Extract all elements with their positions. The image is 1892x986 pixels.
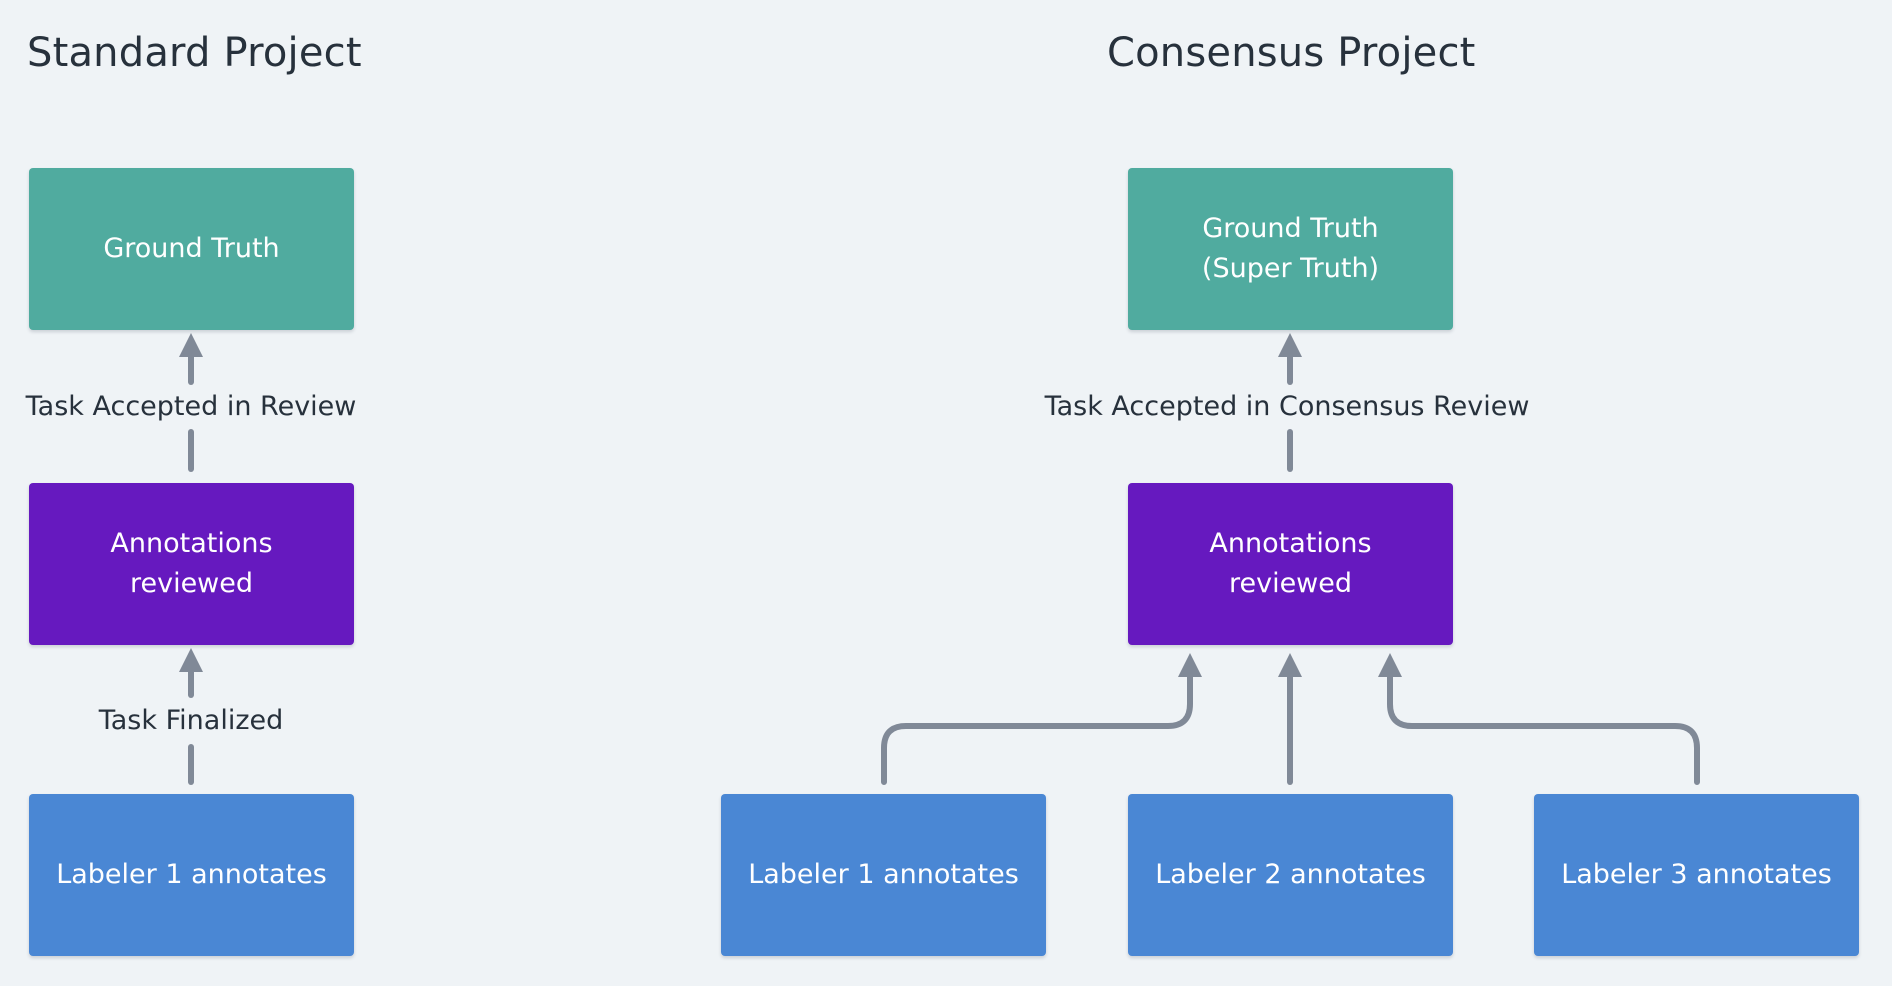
con-labeler-1-node: Labeler 1 annotates — [721, 794, 1046, 956]
con-labeler-3-node: Labeler 3 annotates — [1534, 794, 1859, 956]
con-edge-label-accepted: Task Accepted in Consensus Review — [1044, 391, 1530, 422]
con-ground-truth-node: Ground Truth (Super Truth) — [1128, 168, 1453, 330]
std-review-node: Annotations reviewed — [29, 483, 354, 645]
consensus-project-title: Consensus Project — [1107, 30, 1476, 76]
std-ground-truth-node: Ground Truth — [29, 168, 354, 330]
std-edge-label-finalized: Task Finalized — [98, 705, 284, 736]
con-arrow-labeler-3 — [1378, 653, 1700, 785]
standard-project-title: Standard Project — [27, 30, 362, 76]
con-arrow-labeler-1 — [881, 653, 1202, 785]
std-edge-label-accepted: Task Accepted in Review — [25, 391, 357, 422]
std-labeler-1-node: Labeler 1 annotates — [29, 794, 354, 956]
con-labeler-2-node: Labeler 2 annotates — [1128, 794, 1453, 956]
con-review-node: Annotations reviewed — [1128, 483, 1453, 645]
